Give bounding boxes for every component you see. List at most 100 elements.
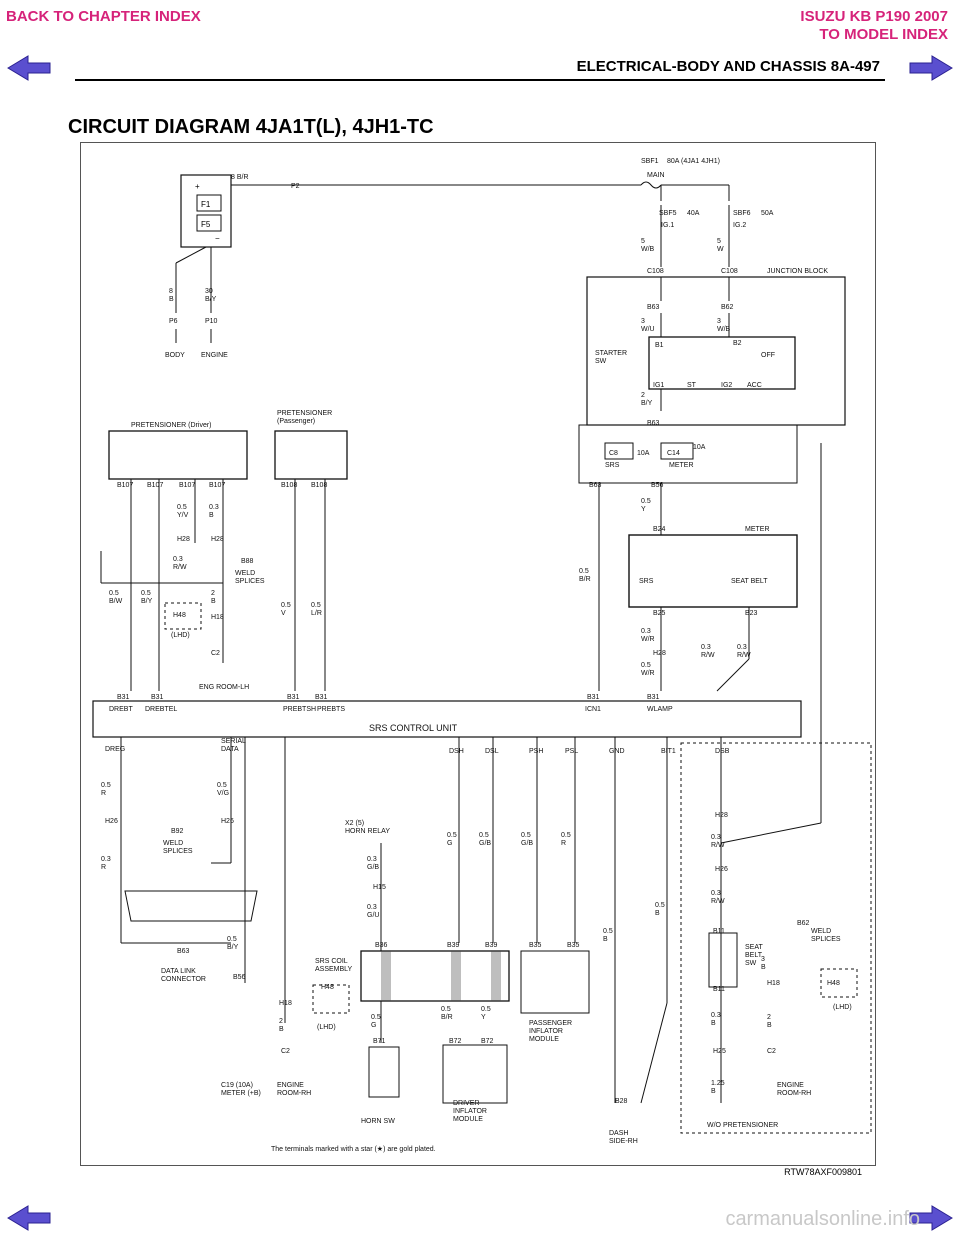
label-gnd: GND	[609, 748, 625, 755]
label-meter: METER	[669, 462, 694, 469]
fuse-box-label: +	[195, 182, 200, 191]
label-drebtel: DREBTEL	[145, 706, 177, 713]
label-c108a: C108	[647, 268, 664, 275]
label-b107c: B107	[179, 482, 195, 489]
label-meter-srs: SRS	[639, 578, 654, 585]
fuse-box-label: F5	[201, 220, 211, 229]
label-lhd-a: (LHD)	[171, 632, 190, 639]
label-h18c: H18	[767, 980, 780, 987]
label-c8: C8	[609, 450, 618, 457]
label-b24: B24	[653, 526, 666, 533]
label-h26b: H26	[221, 818, 234, 825]
label-bit1: BIT1	[661, 748, 676, 755]
label-b35: B35	[529, 942, 542, 949]
label-wlamp: WLAMP	[647, 706, 673, 713]
label-horn-sw: HORN SW	[361, 1118, 395, 1125]
label-h26c: H26	[715, 866, 728, 873]
label-psh: PSH	[529, 748, 543, 755]
label-b36: B36	[375, 942, 388, 949]
label-b11: B11	[713, 928, 725, 935]
label-c8-rating: 10A	[637, 450, 650, 457]
fuse-box-label: F1	[201, 200, 211, 209]
label-b31d: B31	[315, 694, 328, 701]
label-srs: SRS	[605, 462, 620, 469]
next-page-arrow-icon[interactable]	[908, 54, 954, 82]
label-h48b: H48	[321, 984, 334, 991]
label-h28c: H28	[211, 536, 224, 543]
label-b56b: B56	[233, 974, 246, 981]
label-c2c: C2	[767, 1048, 776, 1055]
label-b108b: B108	[311, 482, 327, 489]
label-b25: B25	[653, 610, 666, 617]
model-index-block: ISUZU KB P190 2007 TO MODEL INDEX	[800, 8, 948, 44]
label-sbf1-rating: 80A (4JA1 4JH1)	[667, 158, 720, 165]
label-sw-st: ST	[687, 382, 697, 389]
label-main: MAIN	[647, 172, 665, 179]
prev-page-arrow-icon-bottom[interactable]	[6, 1204, 52, 1232]
label-sbf1: SBF1	[641, 158, 659, 165]
label-c2b: C2	[281, 1048, 290, 1055]
to-model-index-link[interactable]: TO MODEL INDEX	[819, 26, 948, 43]
label-junction-block: JUNCTION BLOCK	[767, 268, 828, 275]
label-h28b: H28	[177, 536, 190, 543]
label-p10: P10	[205, 318, 218, 325]
running-head: ELECTRICAL-BODY AND CHASSIS 8A-497	[576, 58, 880, 75]
label-psl: PSL	[565, 748, 578, 755]
label-b72: B72	[449, 1038, 462, 1045]
model-name-link[interactable]: ISUZU KB P190 2007	[800, 8, 948, 25]
label-gold-note: The terminals marked with a star (★) are…	[271, 1145, 436, 1153]
label-prebtsh: PREBTSH	[283, 706, 316, 713]
label-h28d: H28	[715, 812, 728, 819]
label-c14-rating: 10A	[693, 444, 706, 451]
label-b56: B56	[651, 482, 664, 489]
label-sbf6-rating: 50A	[761, 210, 774, 217]
label-h18a: H18	[211, 614, 224, 621]
label-b88: B88	[241, 558, 254, 565]
label-b72b: B72	[481, 1038, 494, 1045]
label-pret-pass: PRETENSIONER(Passenger)	[277, 410, 332, 425]
label-dsb: DSB	[715, 748, 730, 755]
back-to-chapter-index-link[interactable]: BACK TO CHAPTER INDEX	[6, 8, 201, 25]
label-b39: B39	[447, 942, 460, 949]
label-sw-ig2: IG2	[721, 382, 732, 389]
label-p2: P2	[291, 183, 300, 190]
label-dreg: DREG	[105, 746, 125, 753]
prev-page-arrow-icon[interactable]	[6, 54, 52, 82]
label-wire-8br: 8 B/R	[231, 174, 249, 181]
circuit-diagram	[92, 174, 872, 1134]
label-b107a: B107	[117, 482, 133, 489]
label-sw-ig1: IG1	[653, 382, 664, 389]
label-b92: B92	[171, 828, 184, 835]
next-page-arrow-icon-bottom[interactable]	[908, 1204, 954, 1232]
label-h15: H15	[373, 884, 386, 891]
